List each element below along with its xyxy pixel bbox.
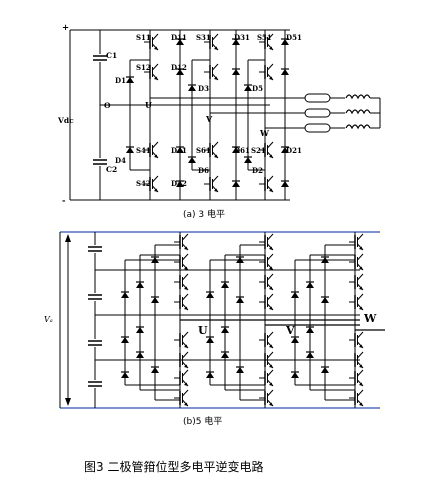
d4-label: D4 [115,156,126,165]
inductor-v-icon [345,109,371,114]
c1-label: C1 [106,51,117,60]
vdc-label: Vdc [57,116,74,125]
phase-v-label: V [205,114,213,124]
s42-label: S42 [136,179,151,188]
s21-label: S21 [251,146,266,155]
d1-label: D1 [115,76,126,85]
positive-label: + [62,23,69,33]
phase-w-label: W [259,128,270,138]
s11-label: S11 [136,33,151,42]
figure-caption: 图3 二极管箝位型多电平逆变电路 [84,459,263,474]
phase-u-label: U [145,100,152,110]
subcaption-a: (a) 3 电平 [183,208,225,220]
inductor-u-icon [345,94,371,99]
s12-label: S12 [136,63,151,72]
switch-s52-icon [258,63,274,81]
subcaption-b: (b)5 电平 [183,415,222,427]
diode-d22-icon [280,180,290,188]
s61-label: S61 [196,146,211,155]
five-level-circuit [59,231,385,409]
switch-s22-icon [258,175,274,193]
resistor-v [304,108,331,118]
d2-label: D2 [252,166,263,175]
b-phase-v-label: V [285,324,295,337]
clamp-diode-d3-icon [187,84,197,92]
negative-label: - [62,196,66,206]
resistor-u [304,93,331,103]
neutral-o-label: O [104,101,111,110]
resistor-w [304,123,331,133]
d21-label: D21 [286,146,302,155]
clamp-diode-d4-icon [125,146,135,154]
clamp-diode-d1-icon [125,76,135,84]
b-phase-u-label: U [198,324,208,337]
diode-d62-icon [231,180,241,188]
s41-label: S41 [136,146,151,155]
b-phase-w-label: W [363,312,377,325]
d12-label: D12 [171,63,187,72]
d11-label: D11 [171,33,187,42]
b-vdc-label: Vₐ [44,315,53,324]
s31-label: S31 [196,33,211,42]
switch-s32-icon [203,63,219,81]
d61-label: D61 [234,146,250,155]
d5-label: D5 [252,84,263,93]
d3-label: D3 [198,84,209,93]
clamp-diode-d6-icon [187,156,197,164]
d31-label: D31 [234,33,250,42]
d6-label: D6 [198,166,209,175]
d41-label: D41 [171,146,187,155]
diode-d52-icon [280,68,290,76]
d51-label: D51 [286,33,302,42]
diode-d32-icon [231,68,241,76]
clamp-diode-d5-icon [243,84,253,92]
d42-label: D42 [171,179,187,188]
switch-s62-icon [203,175,219,193]
inductor-w-icon [345,124,371,129]
s51-label: S51 [257,33,272,42]
c2-label: C2 [106,165,117,174]
clamp-diode-d2-icon [243,156,253,164]
